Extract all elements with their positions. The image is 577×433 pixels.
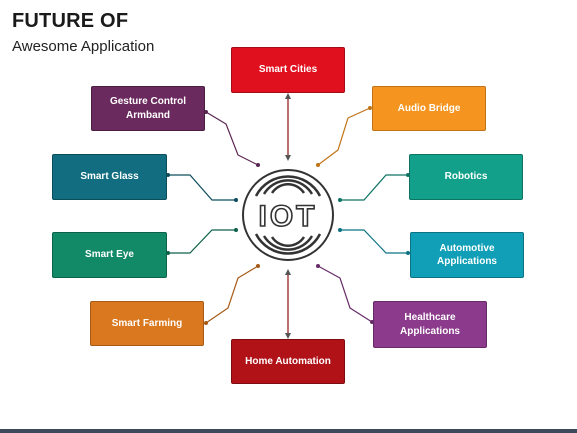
page-subtitle: Awesome Application bbox=[12, 38, 155, 55]
node-label: Robotics bbox=[444, 171, 488, 183]
node-gesture-control-armband[interactable]: Gesture Control Armband bbox=[91, 86, 205, 131]
page-title: FUTURE OF bbox=[12, 10, 129, 32]
connector-smart-farming bbox=[205, 265, 259, 324]
connector-gesture bbox=[205, 111, 259, 166]
node-label: Smart Eye bbox=[85, 249, 134, 261]
node-label: Smart Farming bbox=[111, 317, 183, 329]
connector-robotics bbox=[340, 174, 408, 201]
node-label: Home Automation bbox=[245, 355, 331, 367]
node-automotive-applications[interactable]: Automotive Applications bbox=[410, 232, 524, 278]
node-label: Smart Cities bbox=[258, 64, 318, 76]
node-smart-cities[interactable]: Smart Cities bbox=[231, 47, 345, 93]
footer-bar bbox=[0, 429, 577, 433]
node-healthcare-applications[interactable]: Healthcare Applications bbox=[373, 301, 487, 348]
connector-healthcare bbox=[317, 265, 373, 323]
node-robotics[interactable]: Robotics bbox=[409, 154, 523, 200]
iot-label: IOT bbox=[259, 200, 318, 233]
iot-emblem: IOT bbox=[242, 169, 334, 261]
node-label: Healthcare Applications bbox=[399, 312, 460, 337]
node-smart-farming[interactable]: Smart Farming bbox=[90, 301, 204, 346]
node-audio-bridge[interactable]: Audio Bridge bbox=[372, 86, 486, 131]
connector-automotive bbox=[340, 229, 408, 254]
node-label: Automotive Applications bbox=[436, 242, 497, 268]
connector-smart-glass bbox=[168, 174, 236, 201]
node-smart-eye[interactable]: Smart Eye bbox=[52, 232, 167, 278]
node-label: Smart Glass bbox=[80, 171, 139, 183]
node-label: Audio Bridge bbox=[397, 102, 461, 114]
connector-smart-eye bbox=[168, 229, 236, 254]
node-smart-glass[interactable]: Smart Glass bbox=[52, 154, 167, 200]
node-label: Gesture Control Armband bbox=[109, 96, 187, 121]
connector-audio bbox=[317, 107, 371, 166]
node-home-automation[interactable]: Home Automation bbox=[231, 339, 345, 384]
